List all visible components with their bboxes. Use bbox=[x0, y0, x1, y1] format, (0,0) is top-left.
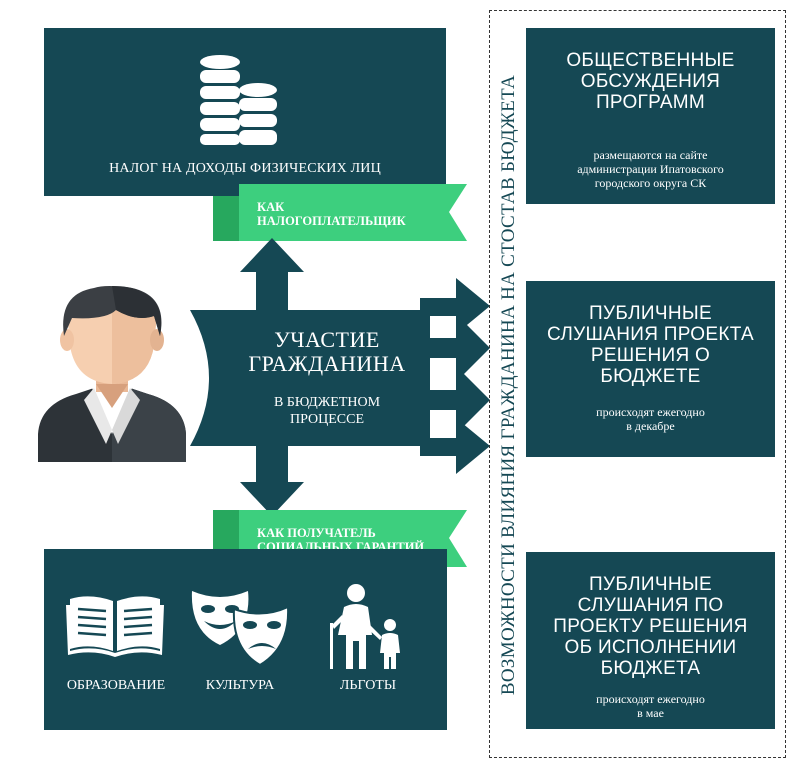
tax-panel: НАЛОГ НА ДОХОДЫ ФИЗИЧЕСКИХ ЛИЦ bbox=[44, 28, 446, 196]
public-discussion-note-line3: городского округа СК bbox=[594, 176, 707, 190]
execution-hearing-panel: ПУБЛИЧНЫЕ СЛУШАНИЯ ПО ПРОЕКТУ РЕШЕНИЯ ОБ… bbox=[526, 552, 775, 729]
tax-label: НАЛОГ НА ДОХОДЫ ФИЗИЧЕСКИХ ЛИЦ bbox=[109, 161, 381, 176]
taxpayer-ribbon-line1: КАК bbox=[257, 200, 285, 214]
execution-hearing-title-line3: ПРОЕКТУ РЕШЕНИЯ bbox=[553, 616, 748, 637]
execution-hearing-note-line2: в мае bbox=[637, 706, 664, 720]
public-discussion-note-line1: размещаются на сайте bbox=[593, 148, 708, 162]
benefit-label-benefits: ЛЬГОТЫ bbox=[339, 678, 397, 693]
execution-hearing-note-line1: происходят ежегодно bbox=[596, 692, 705, 706]
benefit-label-education: ОБРАЗОВАНИЕ bbox=[66, 678, 166, 693]
book-icon bbox=[66, 596, 164, 657]
center-subtitle: В БЮДЖЕТНОМ ПРОЦЕССЕ bbox=[232, 394, 422, 428]
execution-hearing-title-line2: СЛУШАНИЯ ПО bbox=[577, 595, 724, 616]
social-panel: ОБРАЗОВАНИЕ КУЛЬТУРА ЛЬГОТЫ bbox=[44, 549, 447, 730]
budget-hearing-note-line2: в декабре bbox=[626, 419, 675, 433]
elderly-child-icon bbox=[330, 584, 400, 669]
public-discussion-title-line1: ОБЩЕСТВЕННЫЕ bbox=[566, 50, 735, 71]
citizen-influence-frame bbox=[489, 10, 786, 758]
taxpayer-ribbon-line2: НАЛОГОПЛАТЕЛЬЩИК bbox=[257, 214, 406, 228]
public-discussion-panel: ОБЩЕСТВЕННЫЕ ОБСУЖДЕНИЯ ПРОГРАММ размеща… bbox=[526, 28, 775, 204]
public-discussion-title-line2: ОБСУЖДЕНИЯ bbox=[580, 71, 721, 92]
taxpayer-ribbon: КАК НАЛОГОПЛАТЕЛЬЩИК bbox=[213, 184, 467, 241]
citizen-participation-hub bbox=[190, 238, 490, 516]
social-ribbon-line1: КАК ПОЛУЧАТЕЛЬ bbox=[257, 526, 376, 540]
execution-hearing-title-line5: БЮДЖЕТА bbox=[600, 658, 701, 679]
center-sub-line2: ПРОЦЕССЕ bbox=[289, 412, 365, 427]
execution-hearing-title-line1: ПУБЛИЧНЫЕ bbox=[589, 574, 712, 595]
center-sub-line1: В БЮДЖЕТНОМ bbox=[273, 395, 381, 410]
budget-hearing-title-line4: БЮДЖЕТЕ bbox=[600, 366, 701, 387]
center-title-line1: УЧАСТИЕ bbox=[274, 327, 380, 352]
budget-hearing-title-line2: СЛУШАНИЯ ПРОЕКТА bbox=[547, 324, 754, 345]
citizen-influence-label: ВОЗМОЖНОСТИ ВЛИЯНИЯ ГРАЖДАНИНА НА СТОСТА… bbox=[498, 74, 519, 696]
execution-hearing-title-line4: ОБ ИСПОЛНЕНИИ bbox=[564, 637, 737, 658]
budget-hearing-note-line1: происходят ежегодно bbox=[596, 405, 705, 419]
budget-hearing-title-line3: РЕШЕНИЯ О bbox=[590, 345, 711, 366]
theater-masks-icon bbox=[191, 591, 290, 667]
benefit-label-culture: КУЛЬТУРА bbox=[205, 678, 275, 693]
coins-icon bbox=[200, 55, 277, 145]
center-title-line2: ГРАЖДАНИНА bbox=[248, 351, 406, 376]
citizen-avatar-icon bbox=[38, 286, 186, 462]
public-discussion-note-line2: администрации Ипатовского bbox=[577, 162, 724, 176]
budget-hearing-panel: ПУБЛИЧНЫЕ СЛУШАНИЯ ПРОЕКТА РЕШЕНИЯ О БЮД… bbox=[526, 281, 775, 457]
budget-hearing-title-line1: ПУБЛИЧНЫЕ bbox=[589, 303, 712, 324]
public-discussion-title-line3: ПРОГРАММ bbox=[595, 92, 706, 113]
center-title: УЧАСТИЕ ГРАЖДАНИНА bbox=[232, 328, 422, 376]
